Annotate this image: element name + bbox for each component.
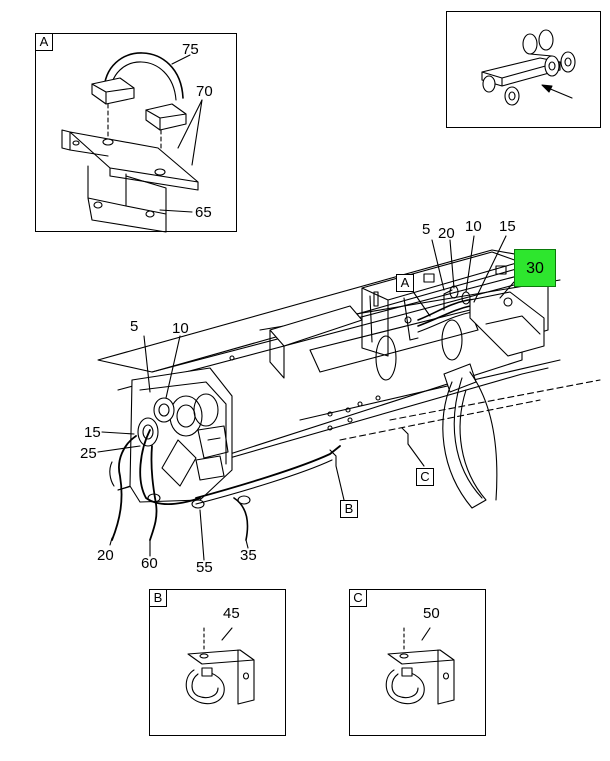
callout-30-highlighted[interactable]: 30 — [514, 249, 556, 287]
detail-marker-c[interactable]: C — [416, 468, 434, 486]
detail-b-art — [186, 628, 254, 704]
detail-c-art — [386, 628, 454, 704]
callout-10-left[interactable]: 10 — [172, 320, 189, 337]
chassis-icon — [482, 30, 575, 105]
detail-marker-b[interactable]: B — [340, 500, 358, 518]
rear-fender-bracket — [443, 364, 497, 508]
callout-60[interactable]: 60 — [141, 555, 158, 572]
detail-c-panel — [349, 589, 486, 736]
detail-b-panel — [149, 589, 286, 736]
callout-25[interactable]: 25 — [80, 445, 97, 462]
main-leader-lines — [98, 236, 514, 560]
callout-20-left[interactable]: 20 — [97, 547, 114, 564]
cables — [110, 428, 408, 540]
callout-50[interactable]: 50 — [423, 605, 440, 622]
callout-45[interactable]: 45 — [223, 605, 240, 622]
callout-20-right[interactable]: 20 — [438, 225, 455, 242]
callout-70[interactable]: 70 — [196, 83, 213, 100]
callout-65[interactable]: 65 — [195, 204, 212, 221]
callout-15-right[interactable]: 15 — [499, 218, 516, 235]
detail-a-panel — [35, 33, 237, 232]
detail-c-label: C — [349, 589, 367, 607]
callout-5-right[interactable]: 5 — [422, 221, 431, 238]
callout-15-left[interactable]: 15 — [84, 424, 101, 441]
callout-5-left[interactable]: 5 — [130, 318, 139, 335]
arrow-icon — [542, 85, 572, 98]
detail-b-label: B — [149, 589, 167, 607]
battery-disconnect-housing — [130, 368, 232, 502]
callout-10-right[interactable]: 10 — [465, 218, 482, 235]
detail-a-art — [62, 53, 202, 232]
callout-75[interactable]: 75 — [182, 41, 199, 58]
detail-a-label: A — [35, 33, 53, 51]
detail-marker-a[interactable]: A — [396, 274, 414, 292]
locator-panel — [446, 11, 601, 128]
callout-55[interactable]: 55 — [196, 559, 213, 576]
callout-35[interactable]: 35 — [240, 547, 257, 564]
